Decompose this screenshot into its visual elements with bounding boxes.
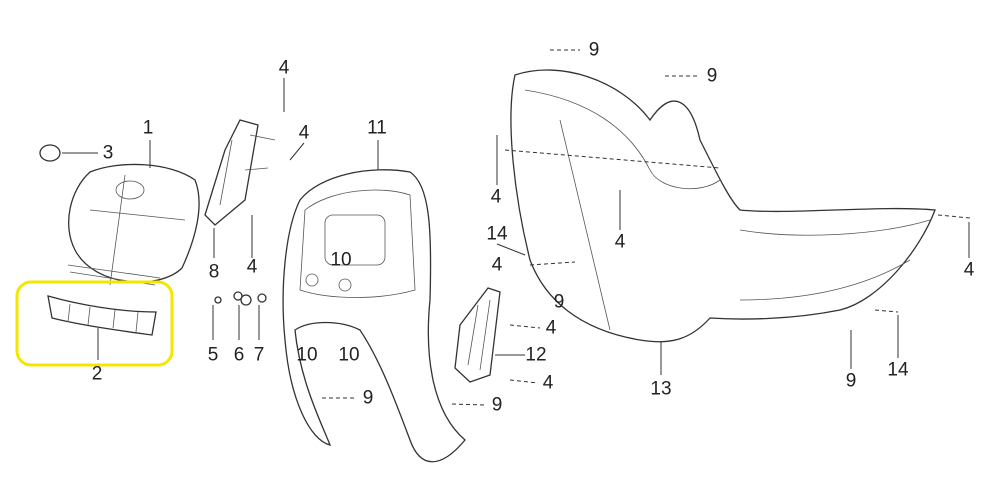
callout-4: 4 <box>298 122 310 144</box>
part-11-inner-panel <box>282 169 466 463</box>
callout-10: 10 <box>296 344 318 366</box>
part-2-highlight <box>15 280 174 367</box>
callout-7: 7 <box>253 344 265 366</box>
callout-5: 5 <box>207 344 219 366</box>
callout-10: 10 <box>330 249 352 271</box>
callout-14: 14 <box>486 223 508 245</box>
callout-1: 1 <box>142 117 154 139</box>
callout-4: 4 <box>545 317 557 339</box>
callout-4: 4 <box>491 254 503 276</box>
callout-8: 8 <box>208 261 220 283</box>
callout-4: 4 <box>963 259 975 281</box>
callout-4: 4 <box>278 57 290 79</box>
callout-14: 14 <box>887 359 909 381</box>
callout-13: 13 <box>650 378 672 400</box>
callout-9: 9 <box>845 370 857 392</box>
part-2-strip <box>47 295 157 336</box>
callout-12: 12 <box>525 344 547 366</box>
callout-4: 4 <box>246 256 258 278</box>
callout-10: 10 <box>338 344 360 366</box>
callout-9: 9 <box>706 65 718 87</box>
callout-9: 9 <box>553 291 565 313</box>
part-8-bracket <box>204 119 259 226</box>
callout-9: 9 <box>491 394 503 416</box>
callout-2: 2 <box>91 363 103 385</box>
part-12-grille <box>454 287 501 383</box>
callout-9: 9 <box>588 39 600 61</box>
callout-4: 4 <box>614 231 626 253</box>
callout-6: 6 <box>233 344 245 366</box>
callout-11: 11 <box>367 117 387 139</box>
part-13-leg-shield <box>510 69 936 343</box>
callout-4: 4 <box>542 372 554 394</box>
callout-9: 9 <box>362 387 374 409</box>
part-1-cover <box>68 163 200 283</box>
callout-4: 4 <box>490 186 502 208</box>
callout-3: 3 <box>102 142 114 164</box>
part-3-grommet <box>39 144 61 162</box>
